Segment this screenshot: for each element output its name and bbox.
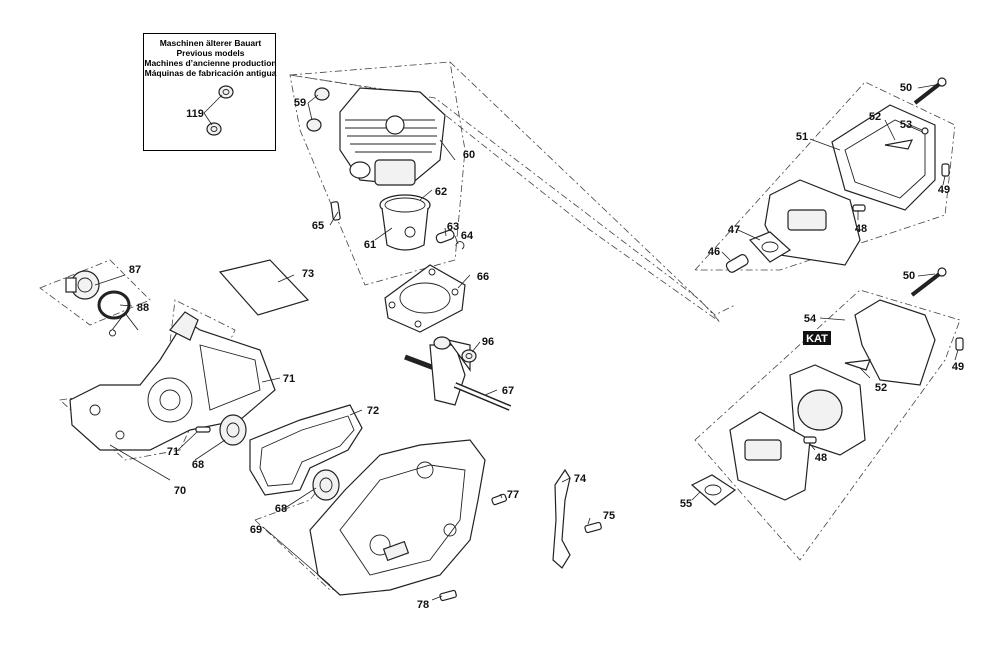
label-47: 47 (728, 224, 740, 236)
leader-lines (94, 84, 959, 601)
screw-49-top (941, 163, 950, 177)
bolt-50-bottom (910, 267, 947, 297)
label-77: 77 (507, 489, 519, 501)
muffler-gasket-55 (690, 474, 737, 506)
screw-77 (491, 493, 507, 506)
label-71-left: 71 (167, 446, 179, 458)
ring-59-top (314, 87, 330, 101)
gasket-73 (218, 259, 310, 316)
washer-119-bottom (206, 122, 222, 136)
muffler-catalyst-body (789, 364, 866, 456)
label-73: 73 (302, 268, 314, 280)
label-46: 46 (708, 246, 720, 258)
note-line-fr: Machines d’ancienne production (144, 58, 277, 68)
label-48-bottom: 48 (815, 452, 827, 464)
note-line-de: Maschinen älterer Bauart (159, 38, 262, 48)
ring-59-bottom (306, 118, 322, 132)
circlip (455, 241, 465, 250)
screw-78 (439, 589, 457, 602)
label-59: 59 (294, 97, 306, 109)
screw-53 (921, 127, 929, 135)
label-52-top: 52 (869, 111, 881, 123)
label-53: 53 (900, 119, 912, 131)
dowel-pin-left (195, 426, 211, 433)
label-96: 96 (482, 336, 494, 348)
label-72: 72 (367, 405, 379, 417)
muffler-upper-rear (831, 104, 936, 211)
label-69: 69 (250, 524, 262, 536)
piston-assembly (379, 194, 431, 251)
cylinder-assembly (339, 87, 446, 186)
label-88: 88 (137, 302, 149, 314)
spacer-46 (725, 254, 749, 273)
label-49-bottom: 49 (952, 361, 964, 373)
label-48-top: 48 (855, 223, 867, 235)
screw-48-top (852, 204, 866, 212)
label-65: 65 (312, 220, 324, 232)
screw-48-bottom (803, 436, 817, 444)
needle-bearing (461, 349, 477, 363)
kat-badge-text: KAT (806, 333, 828, 345)
label-49-top: 49 (938, 184, 950, 196)
muffler-lower-front (729, 411, 811, 501)
crankcase-gasket (249, 404, 363, 496)
bolt-50-top (913, 77, 947, 105)
bearing-right (312, 469, 340, 501)
deflector-52-bottom (844, 359, 871, 371)
label-51: 51 (796, 131, 808, 143)
part-labels: 119 59 60 62 63 64 65 61 66 96 67 73 87 … (129, 82, 964, 611)
label-60: 60 (463, 149, 475, 161)
label-52-bottom: 52 (875, 382, 887, 394)
label-61: 61 (364, 239, 376, 251)
label-68-right: 68 (275, 503, 287, 515)
deflector-52-top (884, 139, 914, 150)
note-line-es: Máquinas de fabricación antigua (144, 68, 277, 78)
washer-119-top (218, 85, 234, 99)
spring-clip (109, 312, 139, 337)
screw-75 (584, 521, 602, 534)
kat-badge: KAT (803, 331, 831, 345)
starter-pawl-assembly (65, 270, 100, 300)
label-67: 67 (502, 385, 514, 397)
label-75: 75 (603, 510, 615, 522)
label-87: 87 (129, 264, 141, 276)
cylinder-gasket (384, 264, 466, 333)
label-50-bottom: 50 (903, 270, 915, 282)
label-71-right: 71 (283, 373, 295, 385)
label-68-left: 68 (192, 459, 204, 471)
label-54: 54 (804, 313, 817, 325)
o-ring (97, 290, 131, 320)
muffler-upper-front (764, 179, 861, 266)
bolt-65 (330, 201, 341, 221)
chain-catcher (552, 468, 571, 569)
note-line-en: Previous models (176, 48, 245, 58)
label-70: 70 (174, 485, 186, 497)
label-66: 66 (477, 271, 489, 283)
crankcase-left (69, 311, 276, 451)
label-55: 55 (680, 498, 692, 510)
label-74: 74 (574, 473, 587, 485)
crankshaft (404, 336, 512, 411)
screw-49-bottom (955, 337, 964, 351)
label-78: 78 (417, 599, 429, 611)
muffler-gasket-47 (748, 231, 792, 263)
label-119: 119 (186, 108, 204, 120)
label-63: 63 (447, 221, 459, 233)
label-64: 64 (461, 230, 474, 242)
crankcase-right (309, 439, 486, 596)
muffler-lower-rear (854, 299, 936, 386)
bearing-left (219, 414, 247, 446)
label-62: 62 (435, 186, 447, 198)
piston-pin (435, 229, 455, 244)
label-50-top: 50 (900, 82, 912, 94)
